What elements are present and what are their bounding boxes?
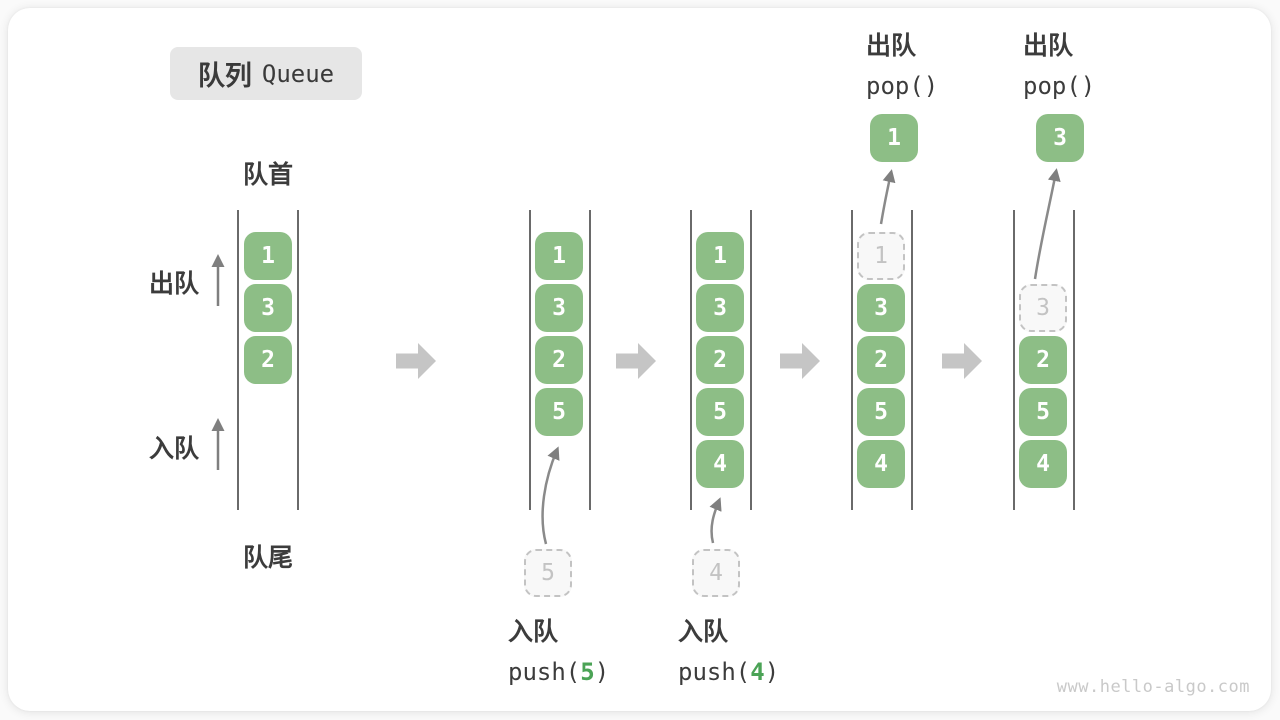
push-5-arg: 5 [580, 658, 595, 686]
queue-item-box: 2 [535, 336, 583, 384]
queue-item-box: 5 [857, 388, 905, 436]
push-4-caption: 入队 push(4) [678, 614, 779, 694]
incoming-item-box: 4 [692, 549, 740, 597]
queue-item-box: 3 [535, 284, 583, 332]
queue-wall [1013, 210, 1015, 510]
push-5-label: 入队 [508, 618, 559, 646]
pop-1-code: pop() [866, 72, 939, 100]
queue-item-box: 2 [696, 336, 744, 384]
queue-wall [297, 210, 299, 510]
queue-item-box: 1 [244, 232, 292, 280]
queue-wall [851, 210, 853, 510]
enqueue-side-label: 入队 [149, 435, 200, 463]
queue-item-box: 2 [857, 336, 905, 384]
pop-1-caption: 出队 pop() [866, 28, 938, 108]
push-4-arg: 4 [750, 658, 765, 686]
push-5-code: push(5) [508, 658, 610, 686]
queue-item-box: 1 [696, 232, 744, 280]
queue-item-box: 2 [1019, 336, 1067, 384]
pop-2-caption: 出队 pop() [1023, 28, 1095, 108]
ghost-item-box: 1 [857, 232, 905, 280]
queue-wall [750, 210, 752, 510]
queue-wall [237, 210, 239, 510]
queue-wall [911, 210, 913, 510]
pop-1-label: 出队 [866, 32, 917, 60]
incoming-item-box: 5 [524, 549, 572, 597]
dequeue-side-label: 出队 [149, 270, 200, 298]
push-4-code: push(4) [678, 658, 780, 686]
popped-item-box: 3 [1036, 114, 1084, 162]
queue-item-box: 1 [535, 232, 583, 280]
title-zh: 队列 [197, 61, 252, 91]
title-box: 队列 Queue [170, 47, 362, 100]
queue-item-box: 2 [244, 336, 292, 384]
queue-item-box: 3 [696, 284, 744, 332]
queue-item-box: 4 [857, 440, 905, 488]
queue-item-box: 5 [1019, 388, 1067, 436]
queue-front-label: 队首 [242, 161, 293, 189]
title-en: Queue [261, 59, 335, 88]
queue-item-box: 4 [1019, 440, 1067, 488]
push-4-label: 入队 [678, 618, 729, 646]
queue-wall [589, 210, 591, 510]
queue-rear-label: 队尾 [242, 544, 293, 572]
ghost-item-box: 3 [1019, 284, 1067, 332]
pop-2-label: 出队 [1023, 32, 1074, 60]
queue-item-box: 4 [696, 440, 744, 488]
queue-wall [690, 210, 692, 510]
queue-wall [529, 210, 531, 510]
queue-item-box: 3 [244, 284, 292, 332]
queue-wall [1073, 210, 1075, 510]
watermark: www.hello-algo.com [1056, 677, 1250, 697]
queue-item-box: 5 [696, 388, 744, 436]
queue-item-box: 3 [857, 284, 905, 332]
queue-item-box: 5 [535, 388, 583, 436]
pop-2-code: pop() [1023, 72, 1096, 100]
push-5-caption: 入队 push(5) [508, 614, 609, 694]
popped-item-box: 1 [870, 114, 918, 162]
